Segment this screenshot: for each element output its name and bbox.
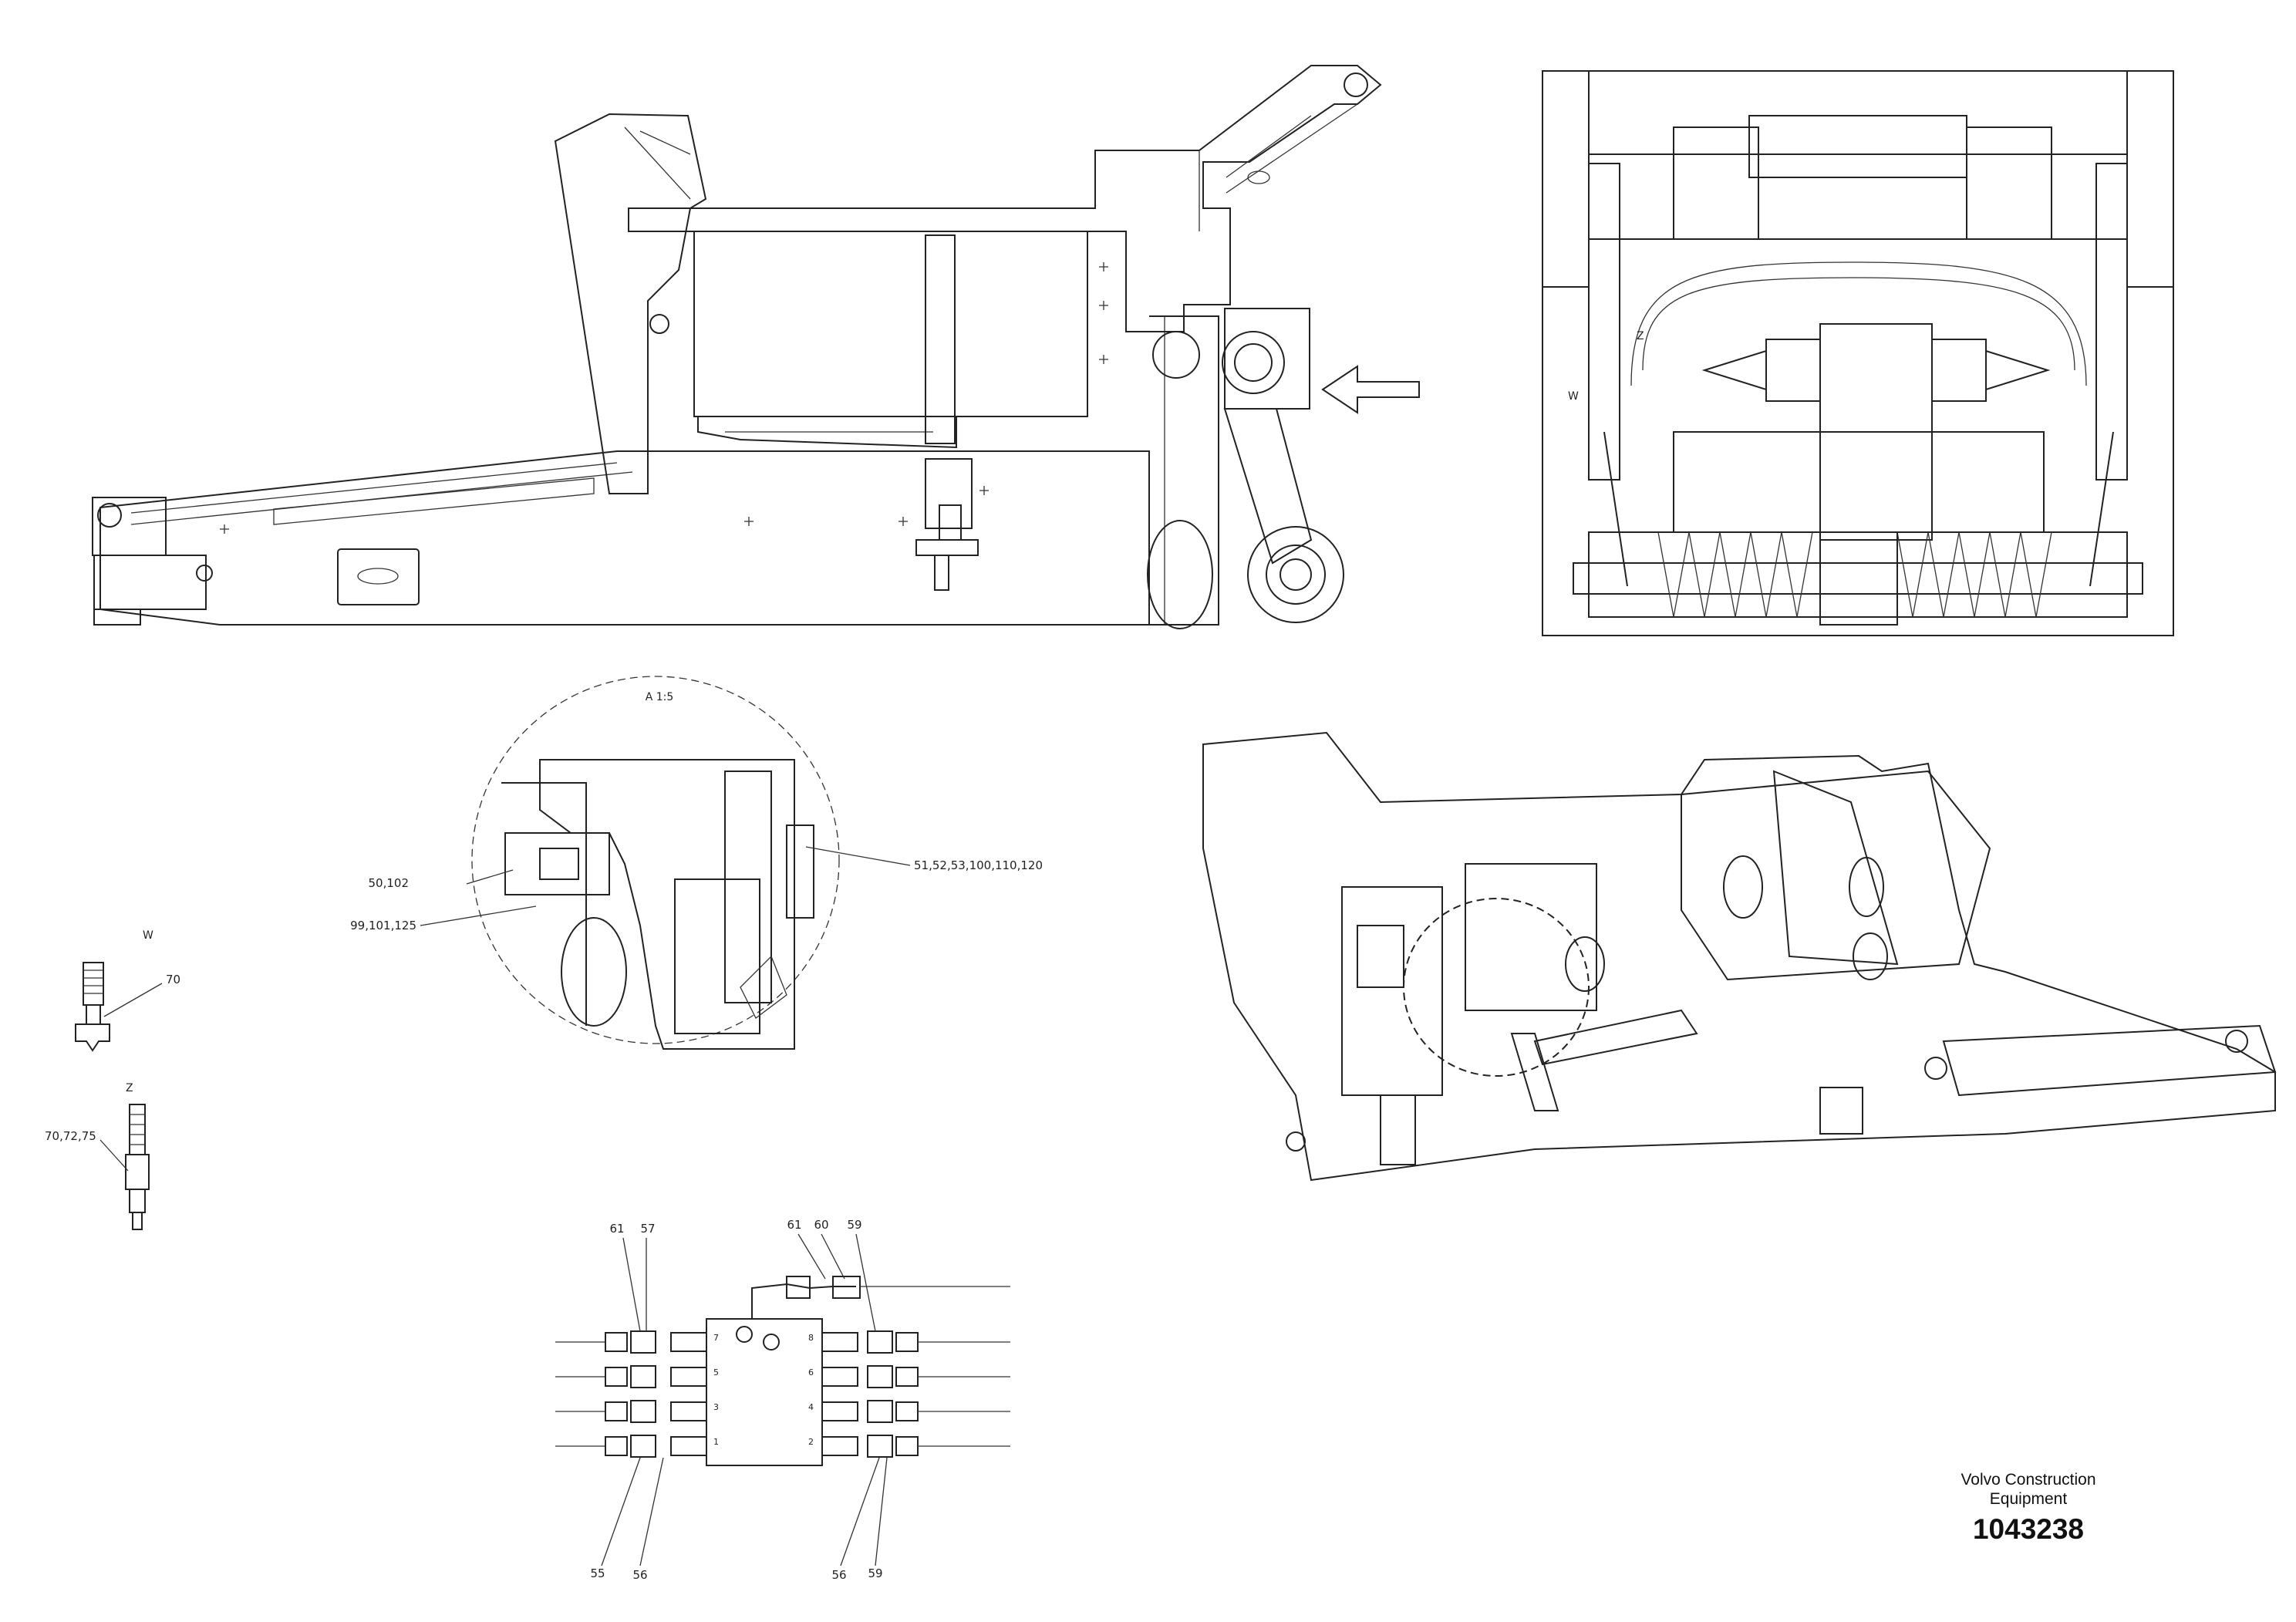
callout-50-102: 50,102	[369, 876, 410, 890]
company-name-line2: Equipment	[1990, 1490, 2068, 1508]
callout-56-left: 56	[632, 1568, 647, 1582]
company-name-line1: Volvo Construction	[1961, 1471, 2095, 1489]
view-z-label: Z	[1637, 330, 1644, 342]
connector-z-label: Z	[126, 1082, 133, 1094]
view-w-label: W	[1568, 390, 1579, 403]
port-2: 2	[808, 1437, 814, 1447]
connector-z-detail: Z 70,72,75	[45, 1082, 150, 1230]
callout-51-52-53-100-110-120: 51,52,53,100,110,120	[914, 858, 1043, 872]
detail-a-label: A 1:5	[646, 691, 674, 703]
port-4: 4	[808, 1402, 814, 1412]
port-3: 3	[713, 1402, 719, 1412]
side-view-drawing	[92, 65, 1420, 629]
port-6: 6	[808, 1367, 814, 1378]
detail-a-view: A 1:5	[471, 676, 840, 1050]
isometric-view-drawing	[1202, 731, 2277, 1182]
callout-70: 70	[166, 973, 180, 986]
callout-57: 57	[640, 1222, 655, 1236]
callout-59-top: 59	[847, 1218, 861, 1232]
document-number: 1043238	[1973, 1513, 2084, 1545]
callout-70-72-75: 70,72,75	[45, 1129, 96, 1143]
port-5: 5	[713, 1367, 719, 1378]
callout-61-right: 61	[787, 1218, 801, 1232]
callout-99-101-125: 99,101,125	[350, 919, 416, 932]
port-7: 7	[713, 1333, 719, 1343]
title-block: Volvo Construction Equipment 1043238	[1961, 1471, 2095, 1545]
callout-56-right: 56	[831, 1568, 846, 1582]
callout-55: 55	[590, 1566, 605, 1580]
port-8: 8	[808, 1333, 814, 1343]
valve-block-drawing: 7 5 3 1 8 6 4 2	[555, 1233, 1010, 1566]
callout-60: 60	[814, 1218, 828, 1232]
callout-61-left: 61	[609, 1222, 624, 1236]
detail-a-leaders	[420, 846, 911, 926]
front-view-drawing: W Z	[1542, 70, 2174, 636]
callout-59-bottom: 59	[868, 1566, 882, 1580]
port-1: 1	[713, 1437, 719, 1447]
connector-w-detail: W 70	[75, 929, 180, 1052]
connector-w-label: W	[143, 929, 153, 942]
